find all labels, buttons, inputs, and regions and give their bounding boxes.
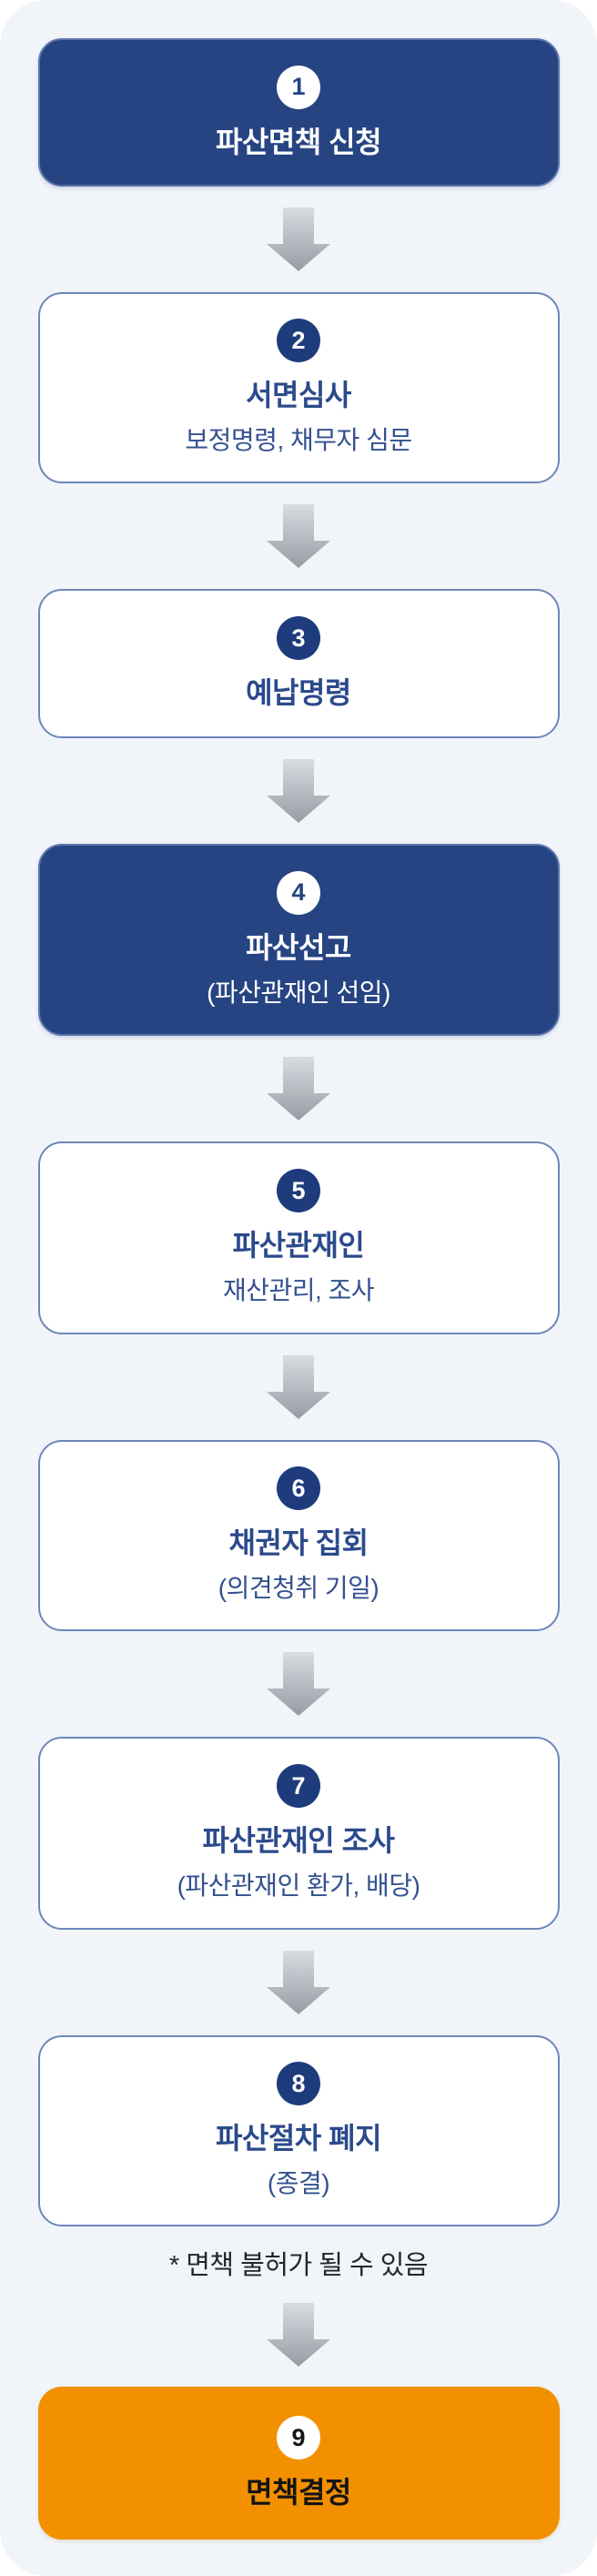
step-8-number: 8 — [291, 2069, 306, 2097]
step-2-card: 2 서면심사 보정명령, 채무자 심문 — [37, 292, 560, 483]
step-4-subtitle: (파산관재인 선임) — [207, 978, 390, 1007]
step-1-number: 1 — [291, 73, 306, 100]
step-7-number-badge: 7 — [277, 1764, 320, 1808]
step-8-number-badge: 8 — [277, 2062, 320, 2105]
step-7-title: 파산관재인 조사 — [202, 1824, 395, 1857]
step-3-number-badge: 3 — [277, 616, 320, 660]
step-2-number: 2 — [291, 326, 306, 354]
step-8-card: 8 파산절차 폐지 (종결) — [37, 2035, 560, 2226]
step-7-number: 7 — [291, 1771, 306, 1800]
down-arrow-icon — [267, 1951, 330, 2014]
step-3-number: 3 — [291, 624, 306, 652]
step-6-subtitle: (의견청취 기일) — [218, 1574, 379, 1602]
step-9-number-badge: 9 — [277, 2416, 320, 2459]
down-arrow-icon — [267, 208, 330, 271]
step-2-number-badge: 2 — [277, 319, 320, 362]
down-arrow-icon — [267, 1355, 330, 1419]
step-3-card: 3 예납명령 — [37, 589, 560, 738]
step-9-number: 9 — [291, 2423, 306, 2451]
step-6-card: 6 채권자 집회 (의견청취 기일) — [37, 1440, 560, 1631]
down-arrow-icon — [267, 1652, 330, 1716]
step-5-card: 5 파산관재인 재산관리, 조사 — [37, 1141, 560, 1334]
note-text: * 면책 불허가 될 수 있음 — [168, 2251, 429, 2280]
step-8-subtitle: (종결) — [267, 2169, 330, 2197]
step-5-number-badge: 5 — [277, 1169, 320, 1212]
step-7-subtitle: (파산관재인 환가, 배당) — [177, 1871, 420, 1900]
down-arrow-icon — [267, 2303, 330, 2367]
step-9-title: 면책결정 — [246, 2476, 351, 2509]
step-1-title: 파산면책 신청 — [215, 125, 382, 158]
step-3-title: 예납명령 — [246, 676, 351, 709]
step-5-title: 파산관재인 — [232, 1229, 365, 1262]
step-4-number-badge: 4 — [277, 870, 320, 915]
down-arrow-icon — [267, 1057, 330, 1121]
step-7-card: 7 파산관재인 조사 (파산관재인 환가, 배당) — [37, 1737, 560, 1930]
step-6-title: 채권자 집회 — [228, 1526, 369, 1559]
step-6-number-badge: 6 — [277, 1466, 320, 1510]
step-2-title: 서면심사 — [246, 379, 351, 411]
step-8-title: 파산절차 폐지 — [215, 2122, 382, 2155]
step-4-card: 4 파산선고 (파산관재인 선임) — [37, 844, 560, 1036]
step-6-number: 6 — [291, 1474, 306, 1502]
step-1-number-badge: 1 — [277, 65, 320, 109]
step-1-card: 1 파산면책 신청 — [37, 38, 560, 187]
down-arrow-icon — [267, 504, 330, 568]
step-4-title: 파산선고 — [246, 930, 351, 964]
step-5-subtitle: 재산관리, 조사 — [222, 1276, 375, 1304]
step-5-number: 5 — [291, 1176, 306, 1204]
step-9-card: 9 면책결정 — [37, 2387, 560, 2540]
step-4-number: 4 — [291, 878, 306, 906]
down-arrow-icon — [267, 759, 330, 823]
step-2-subtitle: 보정명령, 채무자 심문 — [185, 426, 412, 454]
